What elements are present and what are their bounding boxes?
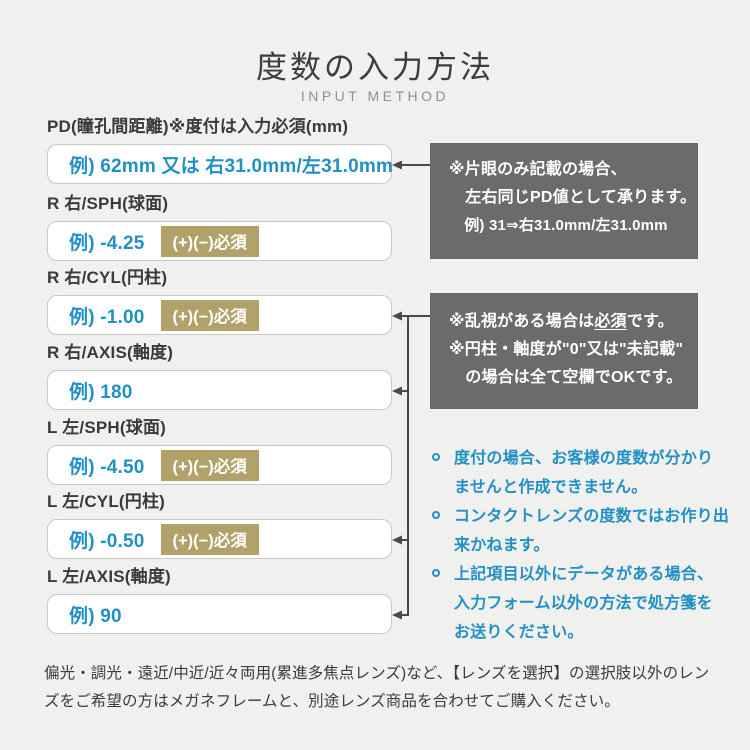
arrowhead-left-icon xyxy=(392,160,402,170)
field-pd: PD(瞳孔間距離)※度付は入力必須(mm) 例) 62mm 又は 右31.0mm… xyxy=(47,117,394,184)
note-item: 度付の場合、お客様の度数が分かり ませんと作成できません。 xyxy=(432,444,732,502)
example-value: 例) -4.25 xyxy=(69,232,145,254)
note-line: ませんと作成できません。 xyxy=(454,479,648,496)
l-axis-example-input[interactable]: 例) 90 xyxy=(47,594,392,634)
bullet-circle-icon xyxy=(432,453,440,461)
example-value: 例) 90 xyxy=(69,605,122,627)
arrowhead-left-icon xyxy=(392,386,402,396)
required-sign-badge: (+)(−)必須 xyxy=(160,299,259,331)
example-value: 例) -1.00 xyxy=(69,306,145,328)
field-label: L 左/CYL(円柱) xyxy=(47,492,166,511)
arrowhead-left-icon xyxy=(392,535,402,545)
page-subtitle: INPUT METHOD xyxy=(300,88,450,104)
arrowhead-left-icon xyxy=(392,311,402,321)
arrowhead-left-icon xyxy=(392,610,402,620)
field-l-sph: L 左/SPH(球面) 例) -4.50 (+)(−)必須 xyxy=(47,418,392,485)
field-r-cyl: R 右/CYL(円柱) 例) -1.00 (+)(−)必須 xyxy=(47,268,392,335)
pd-single-eye-callout: ※片眼のみ記載の場合、 左右同じPD値として承ります。 例) 31⇒右31.0m… xyxy=(430,143,698,259)
required-underlined-text: 必須 xyxy=(594,313,627,330)
note-line: 入力フォーム以外の方法で処方箋を xyxy=(454,595,713,612)
field-l-cyl: L 左/CYL(円柱) 例) -0.50 (+)(−)必須 xyxy=(47,492,392,559)
example-value: 例) 62mm 又は 右31.0mm/左31.0mm xyxy=(69,155,394,177)
r-cyl-example-input[interactable]: 例) -1.00 (+)(−)必須 xyxy=(47,295,392,335)
callout-line: ※片眼のみ記載の場合、 xyxy=(449,161,627,178)
bullet-circle-icon xyxy=(432,511,440,519)
astigmatism-required-callout: ※乱視がある場合は必須です。 ※円柱・軸度が"0"又は"未記載" の場合は全て空… xyxy=(430,293,698,409)
r-axis-example-input[interactable]: 例) 180 xyxy=(47,370,392,410)
note-line: 上記項目以外にデータがある場合、 xyxy=(454,566,714,583)
field-label: R 右/SPH(球面) xyxy=(47,194,169,213)
page-title: 度数の入力方法 xyxy=(256,50,494,85)
note-line: 度付の場合、お客様の度数が分かり xyxy=(454,450,714,467)
field-label: L 左/SPH(球面) xyxy=(47,418,167,437)
callout-line: の場合は全て空欄でOKです。 xyxy=(449,369,683,386)
example-value: 例) 180 xyxy=(69,381,133,403)
note-line: お送りください。 xyxy=(454,624,584,641)
note-item: コンタクトレンズの度数ではお作り出 来かねます。 xyxy=(432,502,732,560)
note-line: 来かねます。 xyxy=(454,537,550,554)
field-label: L 左/AXIS(軸度) xyxy=(47,567,171,586)
l-cyl-example-input[interactable]: 例) -0.50 (+)(−)必須 xyxy=(47,519,392,559)
footer-line: 偏光・調光・遠近/中近/近々両用(累進多焦点レンズ)など、【レンズを選択】の選択… xyxy=(44,665,710,682)
lens-purchase-note: 偏光・調光・遠近/中近/近々両用(累進多焦点レンズ)など、【レンズを選択】の選択… xyxy=(44,660,734,716)
required-sign-badge: (+)(−)必須 xyxy=(160,225,259,257)
r-sph-example-input[interactable]: 例) -4.25 (+)(−)必須 xyxy=(47,221,392,261)
field-label: R 右/AXIS(軸度) xyxy=(47,343,174,362)
notes-list: 度付の場合、お客様の度数が分かり ませんと作成できません。 コンタクトレンズの度… xyxy=(432,444,732,647)
note-line: コンタクトレンズの度数ではお作り出 xyxy=(454,508,730,525)
required-sign-badge: (+)(−)必須 xyxy=(160,449,259,481)
callout-line: 例) 31⇒右31.0mm/左31.0mm xyxy=(449,217,668,234)
field-label: R 右/CYL(円柱) xyxy=(47,268,168,287)
field-l-axis: L 左/AXIS(軸度) 例) 90 xyxy=(47,567,392,634)
pd-example-input[interactable]: 例) 62mm 又は 右31.0mm/左31.0mm xyxy=(47,144,394,184)
note-item: 上記項目以外にデータがある場合、 入力フォーム以外の方法で処方箋を お送りくださ… xyxy=(432,560,732,647)
required-sign-badge: (+)(−)必須 xyxy=(160,523,259,555)
example-value: 例) -4.50 xyxy=(69,456,145,478)
l-sph-example-input[interactable]: 例) -4.50 (+)(−)必須 xyxy=(47,445,392,485)
example-value: 例) -0.50 xyxy=(69,530,145,552)
field-r-sph: R 右/SPH(球面) 例) -4.25 (+)(−)必須 xyxy=(47,194,392,261)
callout-line: 左右同じPD値として承ります。 xyxy=(449,189,697,206)
footer-line: ズをご希望の方はメガネフレームと、別途レンズ商品を合わせてご購入ください。 xyxy=(44,693,620,710)
field-r-axis: R 右/AXIS(軸度) 例) 180 xyxy=(47,343,392,410)
callout-line: ※乱視がある場合は必須です。 xyxy=(449,313,674,330)
callout-line: ※円柱・軸度が"0"又は"未記載" xyxy=(449,341,684,358)
field-label: PD(瞳孔間距離)※度付は入力必須(mm) xyxy=(47,117,349,136)
bullet-circle-icon xyxy=(432,569,440,577)
